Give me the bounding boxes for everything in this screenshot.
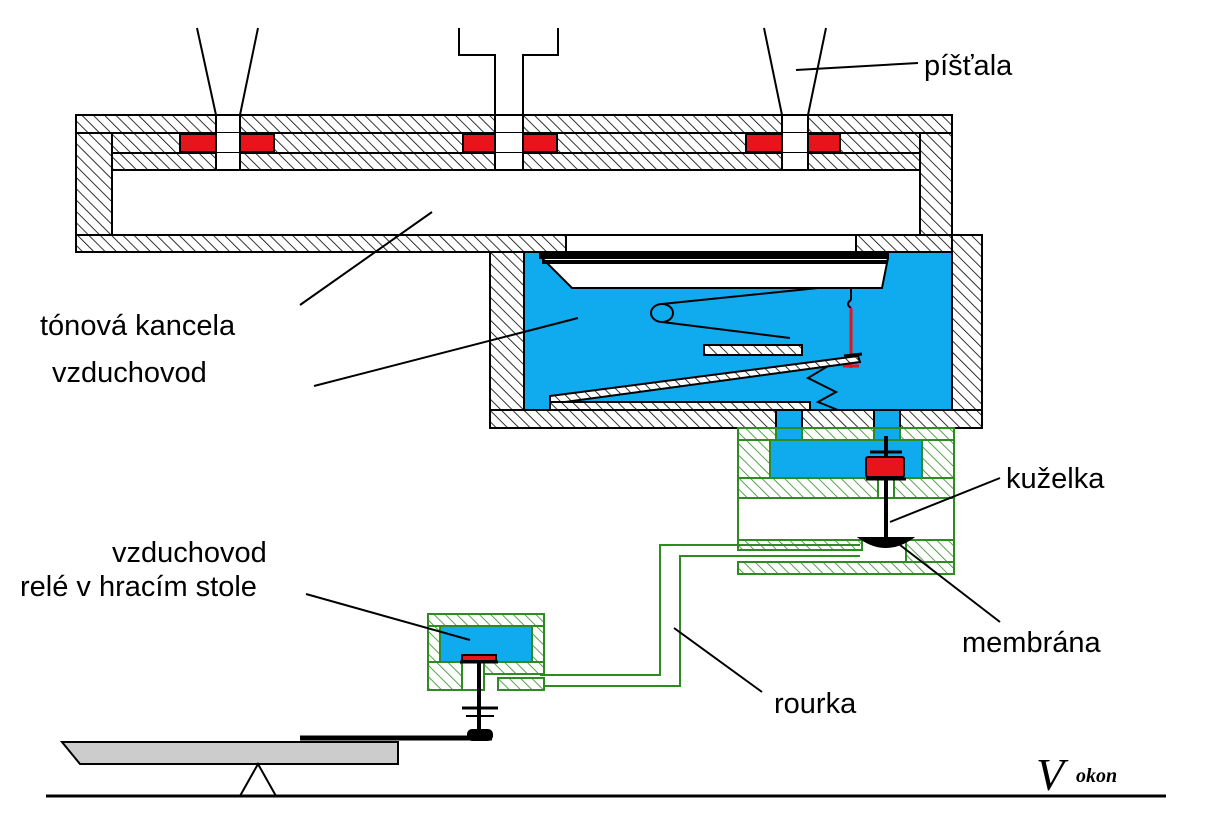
relay-wall-left: [737, 439, 771, 479]
relay-top: [737, 427, 955, 441]
label-membrana: membrána: [962, 627, 1101, 659]
relay-middle-chamber: [737, 497, 955, 541]
leader-lines: [299, 62, 1001, 693]
label-vzduchovod-upper: vzduchovod: [52, 357, 207, 389]
relay-seat: [737, 477, 955, 499]
cone-valve: [865, 436, 906, 540]
label-pistala: píšťala: [924, 50, 1013, 82]
organ-key: [59, 735, 492, 797]
label-tonova-kancela: tónová kancela: [40, 310, 236, 342]
label-rourka: rourka: [774, 688, 857, 720]
tone-channel-interior: [111, 169, 921, 236]
channel-bottom-left: [75, 234, 567, 253]
pallet: [539, 251, 890, 289]
lever-assembly: [549, 352, 863, 411]
pipe-middle: [458, 28, 559, 115]
pallet-spring: [650, 287, 819, 339]
label-rele: relé v hracím stole: [20, 571, 257, 603]
relay-bottom-right: [905, 539, 955, 563]
console-relay: [427, 613, 545, 691]
label-vzduchovod-lower: vzduchovod: [112, 537, 267, 569]
channel-wall-right: [919, 132, 953, 236]
signature-initial: V: [1036, 749, 1069, 800]
box-wall-left: [489, 251, 525, 411]
tube: [540, 544, 860, 687]
box-bottom: [489, 409, 983, 429]
author-signature: V okon: [1036, 749, 1117, 800]
membrane-relay: [737, 427, 955, 575]
relay-wall-right: [921, 439, 955, 479]
pipes: [196, 27, 827, 116]
label-kuzelka: kuželka: [1006, 463, 1105, 495]
channel-wall-left: [75, 132, 113, 236]
signature-text: okon: [1076, 765, 1117, 787]
box-wall-right: [951, 234, 983, 411]
membrane: [856, 537, 916, 548]
channel-bottom-right: [855, 234, 953, 253]
tone-channel-windchest: [75, 114, 953, 253]
pipe-left: [196, 27, 259, 116]
guide-bar: [703, 344, 803, 356]
pipe-right: [763, 27, 827, 116]
